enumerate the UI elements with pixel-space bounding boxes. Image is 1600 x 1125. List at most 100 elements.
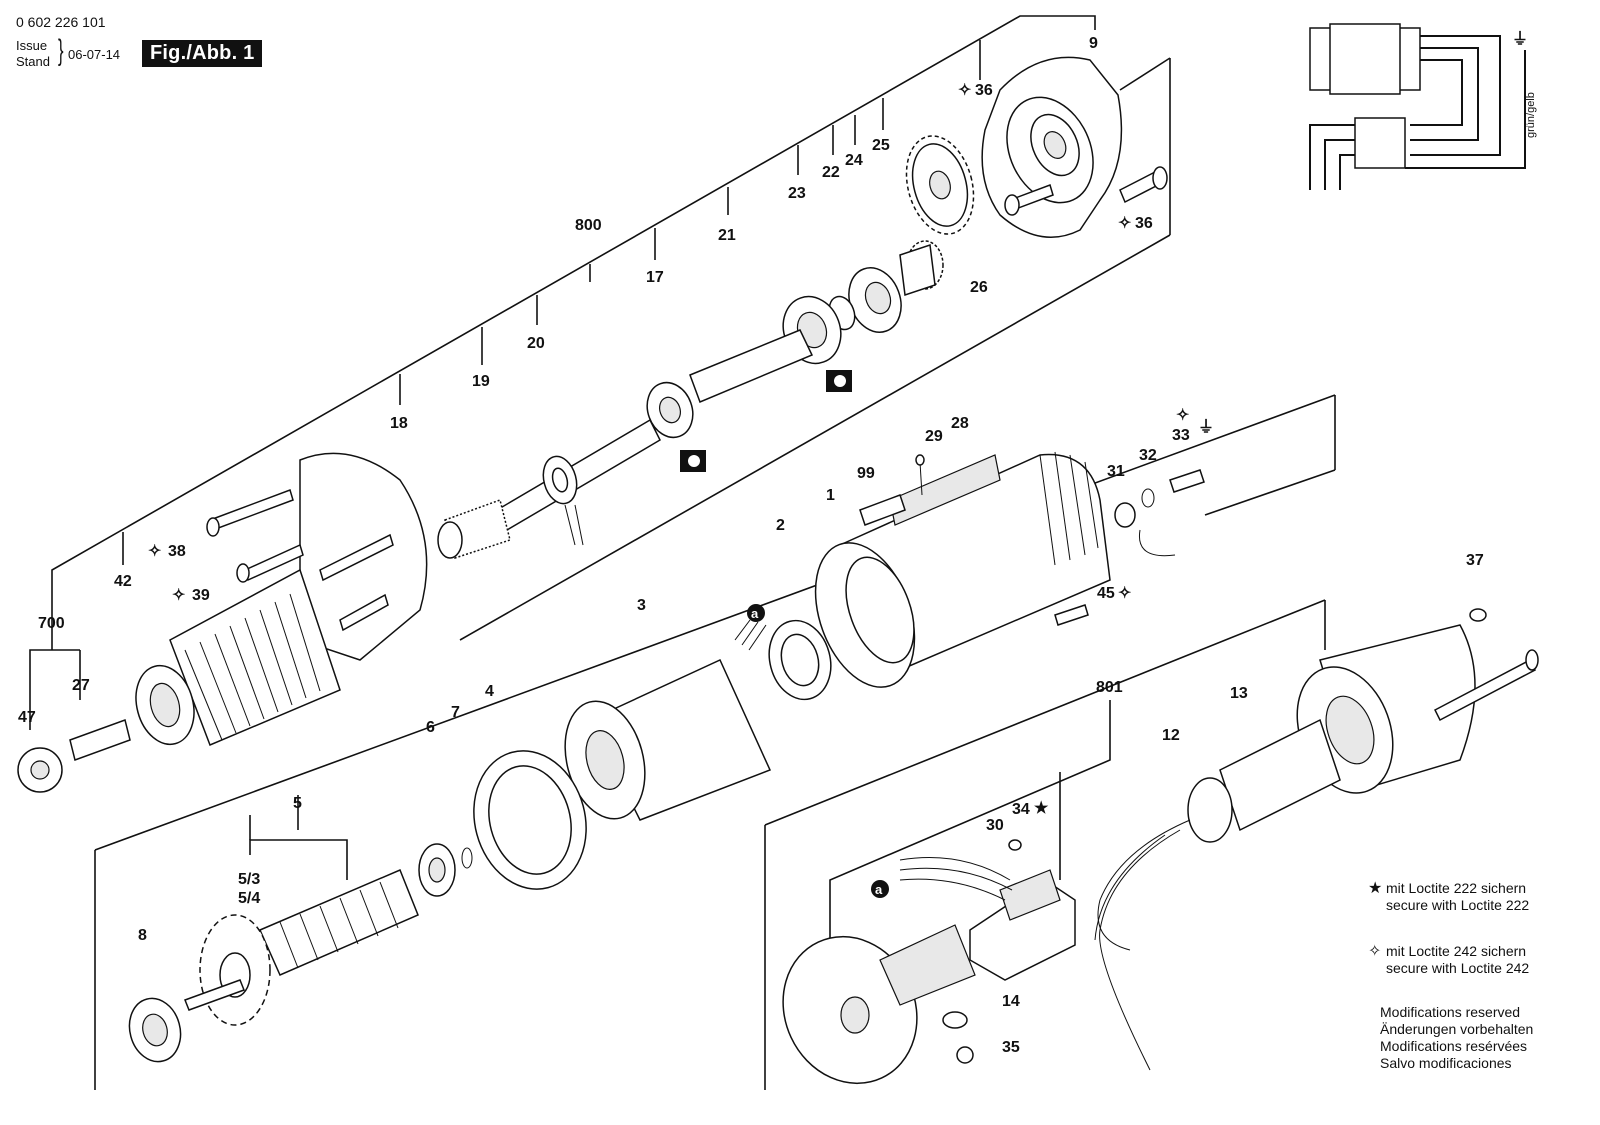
legend-222-de: mit Loctite 222 sichern: [1386, 880, 1527, 896]
callout-8: 8: [138, 927, 147, 944]
sparkle-icon: ✧: [958, 82, 971, 99]
callout-47: 47: [18, 709, 36, 726]
sparkle-icon: ✧: [1368, 943, 1382, 960]
mod-es: Salvo modificaciones: [1380, 1055, 1512, 1071]
callout-5-4: 5/4: [238, 890, 260, 907]
threaded-sleeve-part: [437, 499, 511, 559]
callout-3: 3: [637, 597, 646, 614]
ground-icon: ⏚: [1512, 30, 1528, 48]
cable-sleeve-13-part: [1187, 718, 1341, 843]
callout-99: 99: [857, 465, 875, 482]
callout-28: 28: [951, 415, 969, 432]
group-frame-motor: [94, 394, 1336, 1090]
mod-en: Modifications reserved: [1380, 1004, 1521, 1020]
issue-date: 06-07-14: [68, 47, 121, 62]
wire-color-label: grün/gelb: [1525, 92, 1537, 138]
figure-label: Fig./Abb. 1: [142, 40, 263, 67]
flange-housing-part: [981, 56, 1123, 238]
callout-14: 14: [1002, 993, 1020, 1010]
seal-symbol-icons: [680, 370, 852, 472]
callout-801: 801: [1096, 679, 1123, 696]
callout-34: 34: [1012, 801, 1030, 818]
callout-30: 30: [986, 817, 1004, 834]
star-icon: ★: [1034, 800, 1049, 817]
motor-housing-part: [814, 451, 1111, 688]
callout-9: 9: [1089, 35, 1098, 52]
pinion-part: [899, 240, 944, 297]
collet-housing-part: [135, 452, 428, 746]
callout-42: 42: [114, 573, 132, 590]
wiring-diagram: [1309, 23, 1526, 190]
callout-29: 29: [925, 428, 943, 445]
rotor-5-part: [184, 869, 419, 1026]
callout-33: 33: [1172, 427, 1190, 444]
callout-38: 38: [168, 543, 186, 560]
callout-25: 25: [872, 137, 890, 154]
callout-800: 800: [575, 217, 602, 234]
star-icon: ★: [1368, 880, 1383, 897]
ground-screw-parts: [1054, 469, 1205, 626]
callout-35: 35: [1002, 1039, 1020, 1056]
callout-26: 26: [970, 279, 988, 296]
issue-label: Issue: [16, 38, 48, 53]
brush-holder-part: [782, 924, 976, 1085]
marker-a-upper: [747, 604, 765, 622]
callout-20: 20: [527, 335, 545, 352]
callout-19: 19: [472, 373, 490, 390]
callout-27: 27: [72, 677, 90, 694]
callout-17: 17: [646, 269, 664, 286]
callout-31: 31: [1107, 463, 1125, 480]
sleeve-4-part: [473, 750, 587, 890]
sparkle-icon: ✧: [1176, 407, 1189, 424]
ring-2-part: [768, 619, 832, 701]
legend-loctite-242: ✧mit Loctite 242 sichern secure with Loc…: [1368, 943, 1529, 977]
bearing-6-7-parts: [418, 843, 473, 897]
mod-de: Änderungen vorbehalten: [1380, 1021, 1534, 1037]
callout-39: 39: [192, 587, 210, 604]
gear-part: [905, 135, 975, 235]
callout-21: 21: [718, 227, 736, 244]
bearing-8-part: [128, 997, 182, 1063]
callout-700: 700: [38, 615, 65, 632]
cable-12-part: [1094, 819, 1191, 1071]
group-frame-801: [764, 599, 1326, 1090]
callout-2: 2: [776, 517, 785, 534]
legend-loctite-222: ★mit Loctite 222 sichern secure with Loc…: [1368, 880, 1529, 914]
callout-45: 45: [1097, 585, 1115, 602]
terminal-block-part: [899, 839, 1076, 981]
mod-fr: Modifications resérvées: [1380, 1038, 1528, 1054]
sparkle-icon: ✧: [172, 587, 185, 604]
callout-22: 22: [822, 164, 840, 181]
callout-12: 12: [1162, 727, 1180, 744]
callout-18: 18: [390, 415, 408, 432]
sparkle-icon: ✧: [148, 543, 161, 560]
stand-label: Stand: [16, 54, 50, 69]
legend-modifications: Modifications reserved Änderungen vorbeh…: [1380, 1004, 1533, 1072]
callout-1: 1: [826, 487, 835, 504]
end-cap-37-part: [1296, 608, 1539, 794]
callout-13: 13: [1230, 685, 1248, 702]
callout-37: 37: [1466, 552, 1484, 569]
callout-23: 23: [788, 185, 806, 202]
callout-4: 4: [485, 683, 494, 700]
ground-icon: ⏚: [1198, 418, 1214, 436]
marker-a-upper-label: a: [751, 606, 759, 621]
callout-6: 6: [426, 719, 435, 736]
group-frame-800: [29, 15, 1171, 730]
callout-24: 24: [845, 152, 863, 169]
legend-242-de: mit Loctite 242 sichern: [1386, 943, 1527, 959]
legend-222-en: secure with Loctite 222: [1386, 897, 1530, 913]
screws-36: [1004, 166, 1168, 216]
callout-36-upper: 36: [975, 82, 993, 99]
callout-36-lower: 36: [1135, 215, 1153, 232]
collet-nut-parts: [17, 719, 131, 793]
washer-part: [542, 455, 584, 546]
issue-brace: }: [58, 34, 64, 67]
part-number: 0 602 226 101: [16, 14, 106, 30]
sparkle-icon: ✧: [1118, 585, 1131, 602]
callout-5: 5: [293, 795, 302, 812]
stator-3-part: [564, 619, 772, 821]
legend-242-en: secure with Loctite 242: [1386, 960, 1530, 976]
